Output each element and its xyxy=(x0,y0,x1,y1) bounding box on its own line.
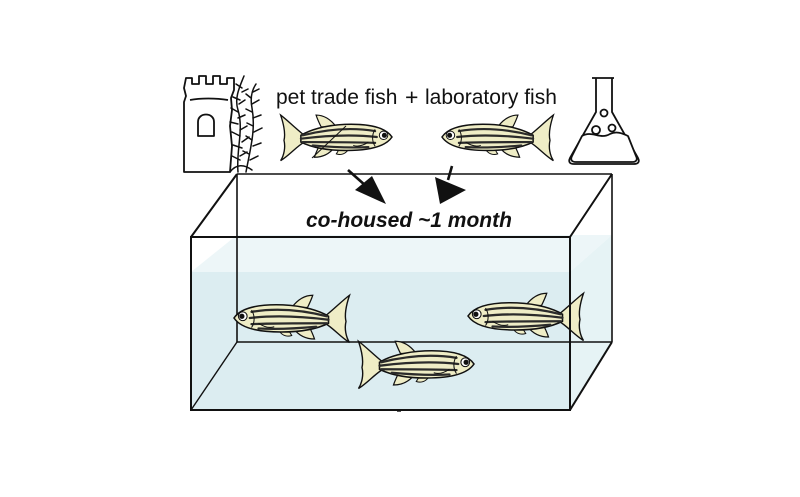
tank-front-frame xyxy=(190,173,613,411)
plus-sign: + xyxy=(405,84,419,110)
cohoused-label: co-housed ~1 month xyxy=(306,209,512,232)
tank-water-side xyxy=(570,235,612,410)
fish-tank xyxy=(191,173,613,410)
pet-trade-fish xyxy=(279,113,394,162)
tank-water-front xyxy=(191,272,570,410)
laboratory-fish xyxy=(440,113,555,162)
flask-icon xyxy=(568,77,640,165)
laboratory-fish-label: laboratory fish xyxy=(425,86,557,109)
pet-fish-leader-line xyxy=(311,125,347,159)
pet-trade-fish-label: pet trade fish xyxy=(276,86,398,109)
arrow-lab-into-tank xyxy=(435,165,466,204)
tank-water-surface xyxy=(191,235,612,272)
arrow-pet-into-tank xyxy=(347,169,386,204)
seaweed-icon xyxy=(229,75,263,173)
castle-icon xyxy=(183,75,235,173)
